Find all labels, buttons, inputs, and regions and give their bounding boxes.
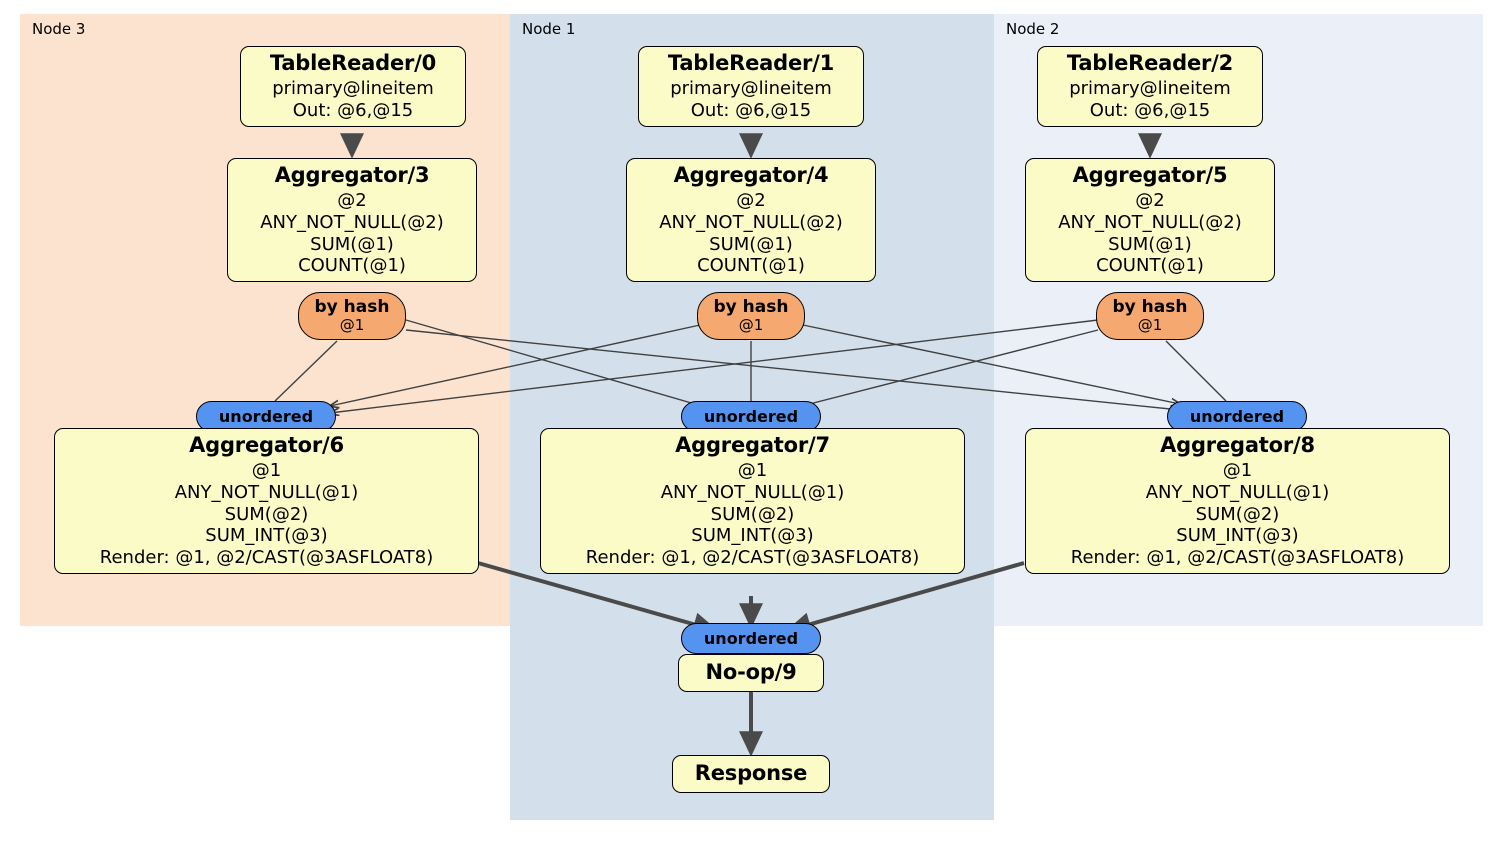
processor-title: Aggregator/8 <box>1160 433 1315 457</box>
processor-line: @2 <box>736 189 766 211</box>
processor-line: @1 <box>737 459 768 481</box>
router-title: by hash <box>713 297 789 318</box>
processor-title: No-op/9 <box>705 660 797 684</box>
processor-line: Out: @6,@15 <box>292 99 414 121</box>
router-unordered-left[interactable]: unordered <box>196 401 336 432</box>
processor-line: SUM(@1) <box>310 233 394 255</box>
router-label: unordered <box>703 628 799 648</box>
processor-line: SUM(@1) <box>709 233 793 255</box>
processor-line: @2 <box>337 189 367 211</box>
node-panel-label-node2: Node 2 <box>1006 20 1060 38</box>
router-sub: @1 <box>339 316 365 335</box>
processor-line: SUM(@2) <box>224 503 309 525</box>
router-unordered-middle[interactable]: unordered <box>681 401 821 432</box>
router-label: unordered <box>703 406 799 426</box>
processor-aggregator-7[interactable]: Aggregator/7 @1 ANY_NOT_NULL(@1) SUM(@2)… <box>540 428 965 575</box>
router-label: unordered <box>1189 406 1285 426</box>
processor-line: SUM(@2) <box>710 503 795 525</box>
processor-line: primary@lineitem <box>1069 77 1231 99</box>
processor-line: SUM(@1) <box>1108 233 1192 255</box>
processor-line: Render: @1, @2/CAST(@3ASFLOAT8) <box>99 547 434 569</box>
processor-line: ANY_NOT_NULL(@1) <box>1145 481 1330 503</box>
router-by-hash-2[interactable]: by hash @1 <box>1096 292 1204 340</box>
processor-title: Aggregator/5 <box>1072 163 1228 187</box>
processor-aggregator-3[interactable]: Aggregator/3 @2 ANY_NOT_NULL(@2) SUM(@1)… <box>227 158 477 283</box>
processor-line: SUM_INT(@3) <box>691 525 814 547</box>
processor-line: COUNT(@1) <box>1096 255 1204 277</box>
processor-title: TableReader/1 <box>667 51 835 75</box>
processor-line: ANY_NOT_NULL(@2) <box>659 211 843 233</box>
processor-line: COUNT(@1) <box>697 255 805 277</box>
processor-table-reader-0[interactable]: TableReader/0 primary@lineitem Out: @6,@… <box>240 46 466 127</box>
processor-line: SUM_INT(@3) <box>1176 525 1299 547</box>
processor-title: Aggregator/4 <box>673 163 829 187</box>
processor-aggregator-4[interactable]: Aggregator/4 @2 ANY_NOT_NULL(@2) SUM(@1)… <box>626 158 876 283</box>
processor-aggregator-6[interactable]: Aggregator/6 @1 ANY_NOT_NULL(@1) SUM(@2)… <box>54 428 479 575</box>
processor-line: ANY_NOT_NULL(@2) <box>260 211 444 233</box>
processor-line: ANY_NOT_NULL(@1) <box>660 481 845 503</box>
processor-line: @2 <box>1135 189 1165 211</box>
processor-aggregator-5[interactable]: Aggregator/5 @2 ANY_NOT_NULL(@2) SUM(@1)… <box>1025 158 1275 283</box>
processor-line: Out: @6,@15 <box>1089 99 1211 121</box>
processor-aggregator-8[interactable]: Aggregator/8 @1 ANY_NOT_NULL(@1) SUM(@2)… <box>1025 428 1450 575</box>
router-label: unordered <box>218 406 314 426</box>
processor-line: ANY_NOT_NULL(@1) <box>174 481 359 503</box>
processor-table-reader-2[interactable]: TableReader/2 primary@lineitem Out: @6,@… <box>1037 46 1263 127</box>
processor-title: Aggregator/3 <box>274 163 430 187</box>
processor-line: primary@lineitem <box>272 77 434 99</box>
processor-response[interactable]: Response <box>672 755 830 793</box>
processor-line: Out: @6,@15 <box>690 99 812 121</box>
node-panel-label-node1: Node 1 <box>522 20 576 38</box>
router-by-hash-0[interactable]: by hash @1 <box>298 292 406 340</box>
processor-line: SUM_INT(@3) <box>205 525 328 547</box>
processor-title: Response <box>694 761 808 785</box>
processor-line: ANY_NOT_NULL(@2) <box>1058 211 1242 233</box>
processor-line: Render: @1, @2/CAST(@3ASFLOAT8) <box>585 547 920 569</box>
router-sub: @1 <box>738 316 764 335</box>
processor-line: primary@lineitem <box>670 77 832 99</box>
processor-title: Aggregator/6 <box>189 433 344 457</box>
processor-title: TableReader/2 <box>1066 51 1234 75</box>
processor-table-reader-1[interactable]: TableReader/1 primary@lineitem Out: @6,@… <box>638 46 864 127</box>
processor-noop-9[interactable]: No-op/9 <box>678 654 824 692</box>
router-sub: @1 <box>1137 316 1163 335</box>
router-title: by hash <box>314 297 390 318</box>
router-by-hash-1[interactable]: by hash @1 <box>697 292 805 340</box>
router-title: by hash <box>1112 297 1188 318</box>
processor-line: COUNT(@1) <box>298 255 406 277</box>
processor-line: Render: @1, @2/CAST(@3ASFLOAT8) <box>1070 547 1405 569</box>
processor-line: @1 <box>251 459 282 481</box>
node-panel-label-node3: Node 3 <box>32 20 86 38</box>
processor-line: SUM(@2) <box>1195 503 1280 525</box>
router-unordered-final[interactable]: unordered <box>681 623 821 654</box>
processor-title: TableReader/0 <box>269 51 437 75</box>
processor-line: @1 <box>1222 459 1253 481</box>
processor-title: Aggregator/7 <box>675 433 830 457</box>
